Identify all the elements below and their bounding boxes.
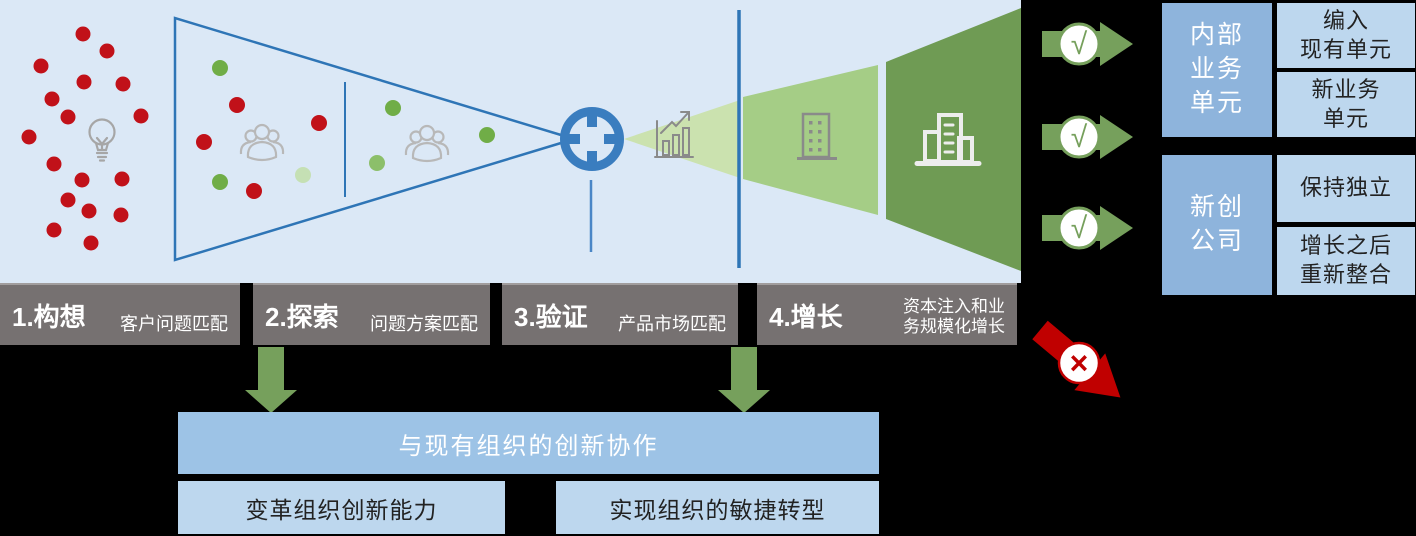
outcome-option-label: 增长之后 重新整合 — [1299, 233, 1392, 287]
stage-subtitle: 问题方案匹配 — [370, 314, 478, 334]
stage-subtitle: 产品市场匹配 — [618, 314, 726, 334]
collaboration-left-label: 变革组织创新能力 — [245, 496, 438, 523]
outcome-option-reintegrate: 增长之后 重新整合 — [1277, 227, 1415, 295]
check-icon: √ — [1071, 121, 1088, 154]
check-circle — [1057, 115, 1101, 159]
check-circle — [1057, 22, 1101, 66]
outcome-option-new-unit: 新业务 单元 — [1277, 72, 1415, 137]
check-arrow — [1042, 115, 1133, 159]
outcome-arrows: √ √ √ — [1042, 22, 1133, 250]
stage-subtitle: 资本注入和业 务规模化增长 — [903, 296, 1005, 336]
stage-bar-ideation: 1.构想 客户问题匹配 — [0, 283, 240, 345]
collaboration-main-label: 与现有组织的创新协作 — [398, 432, 659, 460]
stage-name: 2.探索 — [265, 301, 339, 332]
stage-bar-growth: 4.增长 资本注入和业 务规模化增长 — [757, 283, 1017, 345]
collaboration-right-label: 实现组织的敏捷转型 — [609, 496, 826, 523]
stage-subtitle: 客户问题匹配 — [120, 314, 228, 334]
cross-circle — [1057, 341, 1101, 385]
check-arrow — [1042, 206, 1133, 250]
outcome-option-label: 编入 现有单元 — [1299, 7, 1392, 62]
stage-bar-exploration: 2.探索 问题方案匹配 — [253, 283, 490, 345]
outcome-option-merge-existing: 编入 现有单元 — [1277, 3, 1415, 68]
check-circle — [1057, 206, 1101, 250]
stage-bar-validation: 3.验证 产品市场匹配 — [502, 283, 738, 345]
stage-name: 1.构想 — [12, 301, 86, 332]
outcome-option-label: 保持独立 — [1299, 175, 1392, 201]
stage-name: 4.增长 — [769, 301, 843, 332]
check-icon: √ — [1071, 28, 1088, 61]
check-arrow — [1042, 22, 1133, 66]
outcome-option-stay-independent: 保持独立 — [1277, 155, 1415, 222]
outcome-group-title: 内部 业务 单元 — [1189, 21, 1244, 117]
collaboration-main-box: 与现有组织的创新协作 — [178, 412, 879, 474]
outcome-option-label: 新业务 单元 — [1311, 76, 1381, 131]
outcome-group-startup: 新创 公司 — [1162, 155, 1272, 295]
reject-arrow: × — [1032, 320, 1121, 398]
idea-funnel-panel — [0, 0, 1021, 283]
outcome-group-title: 新创 公司 — [1189, 193, 1244, 255]
collaboration-right-box: 实现组织的敏捷转型 — [556, 481, 879, 534]
stage-name: 3.验证 — [514, 301, 588, 332]
down-arrow — [245, 347, 297, 413]
collaboration-left-box: 变革组织创新能力 — [178, 481, 505, 534]
cross-icon: × — [1070, 345, 1089, 381]
check-icon: √ — [1071, 212, 1088, 245]
down-arrow — [718, 347, 770, 413]
outcome-group-internal-unit: 内部 业务 单元 — [1162, 3, 1272, 137]
